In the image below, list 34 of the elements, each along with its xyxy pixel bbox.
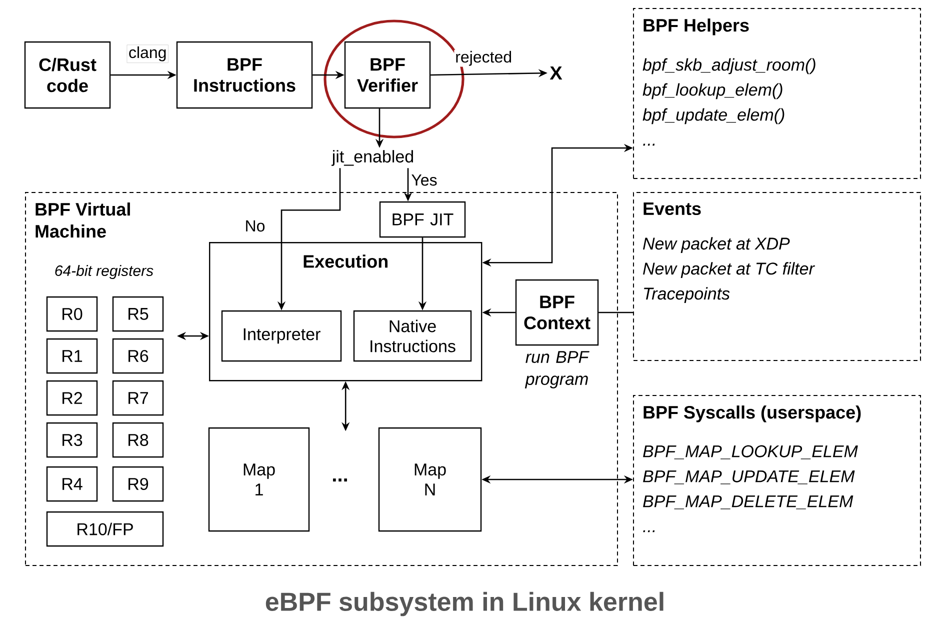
register-box: R7 (112, 380, 164, 416)
register-box: R10/FP (46, 511, 164, 547)
ellipsis: ... (333, 478, 347, 482)
register-box: R8 (112, 422, 164, 458)
process-box: BPF JIT (379, 201, 466, 238)
register-box: R0 (46, 296, 98, 332)
register-box: R4 (46, 466, 98, 502)
dashed-panel: BPF Helpers bpf_skb_adjust_room() bpf_lookup_elem() bpf_update_elem() ... (633, 8, 921, 179)
register-box: R2 (46, 380, 98, 416)
register-box: R5 (112, 296, 164, 332)
process-box: Interpreter (221, 310, 342, 362)
connector-line (598, 312, 633, 314)
edge-label: clang (126, 44, 168, 63)
process-box: BPF Instructions (176, 41, 313, 109)
process-box: C/Rust code (24, 41, 111, 109)
map-box: Map N (378, 427, 482, 532)
edge-label: Yes (410, 174, 438, 187)
process-box: BPF Verifier (344, 41, 431, 109)
node-caption: run BPF program (524, 351, 590, 388)
dashed-panel: BPF Syscalls (userspace) BPF_MAP_LOOKUP_ELEM BPF_MAP_UPDATE_ELEM BPF_MAP_DELETE_ELEM ... (633, 395, 921, 566)
process-box: Native Instructions (353, 310, 472, 362)
node-text: X (550, 66, 562, 80)
edge-label: rejected (454, 50, 514, 67)
register-box: R3 (46, 422, 98, 458)
dashed-panel: Events New packet at XDP New packet at TC filter Tracepoints (633, 192, 921, 361)
register-box: R9 (112, 466, 164, 502)
register-box: R1 (46, 338, 98, 374)
map-box: Map 1 (208, 427, 310, 532)
edge-label: No (244, 219, 266, 233)
register-box: R6 (112, 338, 164, 374)
diagram-caption: eBPF subsystem in Linux kernel (266, 592, 664, 616)
process-box: BPF Context (515, 279, 599, 346)
node-text: jit_enabled (331, 150, 413, 166)
registers-caption: 64-bit registers (55, 265, 154, 279)
